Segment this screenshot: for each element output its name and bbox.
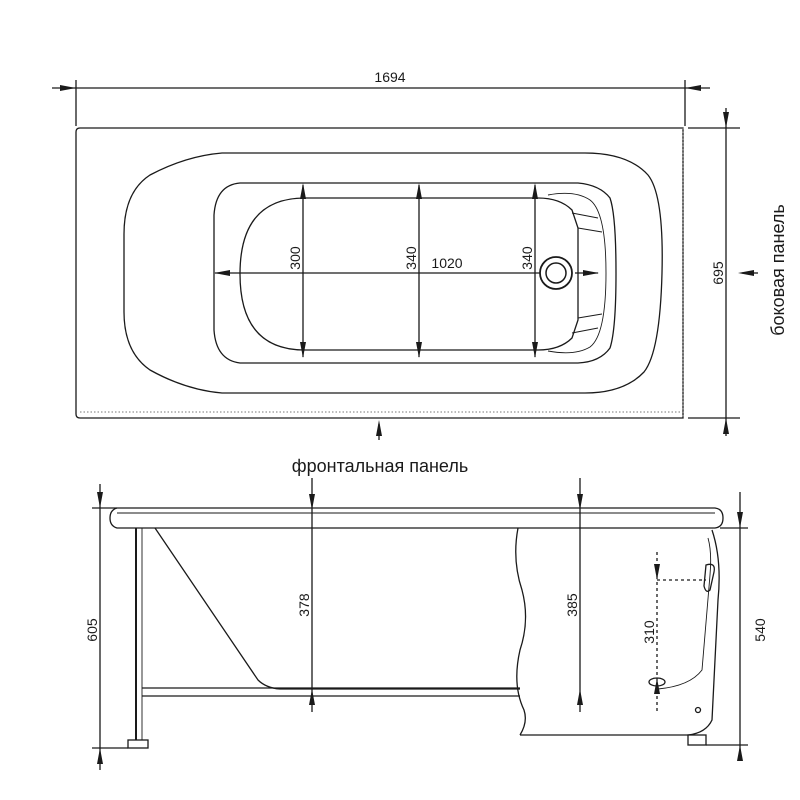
dim-side-height-label: 540 <box>752 618 768 642</box>
dim-middle-width-label: 340 <box>403 246 419 270</box>
foot-right <box>687 734 707 746</box>
top-view: 1694 695 1020 300 340 340 фронтальн <box>52 69 788 476</box>
drain-valve <box>694 706 702 714</box>
dim-total-height-label: 605 <box>84 618 100 642</box>
dim-540-arrow-bottom <box>737 745 743 761</box>
cutaway-edge <box>515 527 527 736</box>
dim-310-arrow-bottom <box>654 678 660 694</box>
dim-385-arrow-bottom <box>577 689 583 705</box>
drain-inner <box>545 262 567 284</box>
tub-outer-rim <box>75 127 684 419</box>
basin-inner-contour <box>239 197 579 351</box>
dim-inner-length-label: 1020 <box>431 255 462 271</box>
dim-depth-middle-label: 378 <box>296 593 312 617</box>
dim-foot-arrow-bottom <box>532 342 538 358</box>
dim-length-arrow-right <box>685 85 701 91</box>
side-view: 605 378 385 310 540 <box>84 478 768 770</box>
dim-foot-width-label: 340 <box>519 246 535 270</box>
side-panel-label: боковая панель <box>768 204 788 336</box>
dim-depth-deep-label: 385 <box>564 593 580 617</box>
dim-length-label: 1694 <box>374 69 405 85</box>
foot-left <box>127 739 149 749</box>
dim-310-arrow-top <box>654 564 660 580</box>
drain-pointer-arrow <box>583 270 599 276</box>
dim-378-arrow-bottom <box>309 689 315 705</box>
dim-width-arrow-top <box>723 112 729 128</box>
foot-end-step <box>571 212 603 334</box>
dim-385-arrow-top <box>577 494 583 510</box>
dim-540-arrow-top <box>737 512 743 528</box>
foot-end-recess <box>547 192 607 354</box>
dim-middle-arrow-top <box>416 183 422 199</box>
dim-overflow-label: 310 <box>641 620 657 644</box>
dim-head-arrow-bottom <box>300 342 306 358</box>
dim-width-label: 695 <box>710 261 726 285</box>
dim-605-arrow-bottom <box>97 748 103 764</box>
basin-side-profile <box>154 527 520 690</box>
tub-foot-inner <box>657 537 712 690</box>
dim-605-arrow-top <box>97 492 103 508</box>
dim-middle-arrow-bottom <box>416 342 422 358</box>
dim-foot-arrow-top <box>532 183 538 199</box>
dim-head-width-label: 300 <box>287 246 303 270</box>
basin-top-edge <box>123 152 663 394</box>
dim-width-arrow-bottom <box>723 418 729 434</box>
dim-head-arrow-top <box>300 183 306 199</box>
overflow-fitting <box>703 563 715 592</box>
tub-rim-side <box>109 507 724 529</box>
front-panel-label: фронтальная панель <box>292 456 468 476</box>
dim-inner-length-arrow-left <box>214 270 230 276</box>
dim-length-arrow-left <box>60 85 76 91</box>
tub-foot-end <box>520 529 720 736</box>
dim-378-arrow-top <box>309 494 315 510</box>
front-panel-arrow <box>376 420 382 436</box>
basin-floor <box>213 182 617 364</box>
side-panel-arrow <box>738 270 754 276</box>
